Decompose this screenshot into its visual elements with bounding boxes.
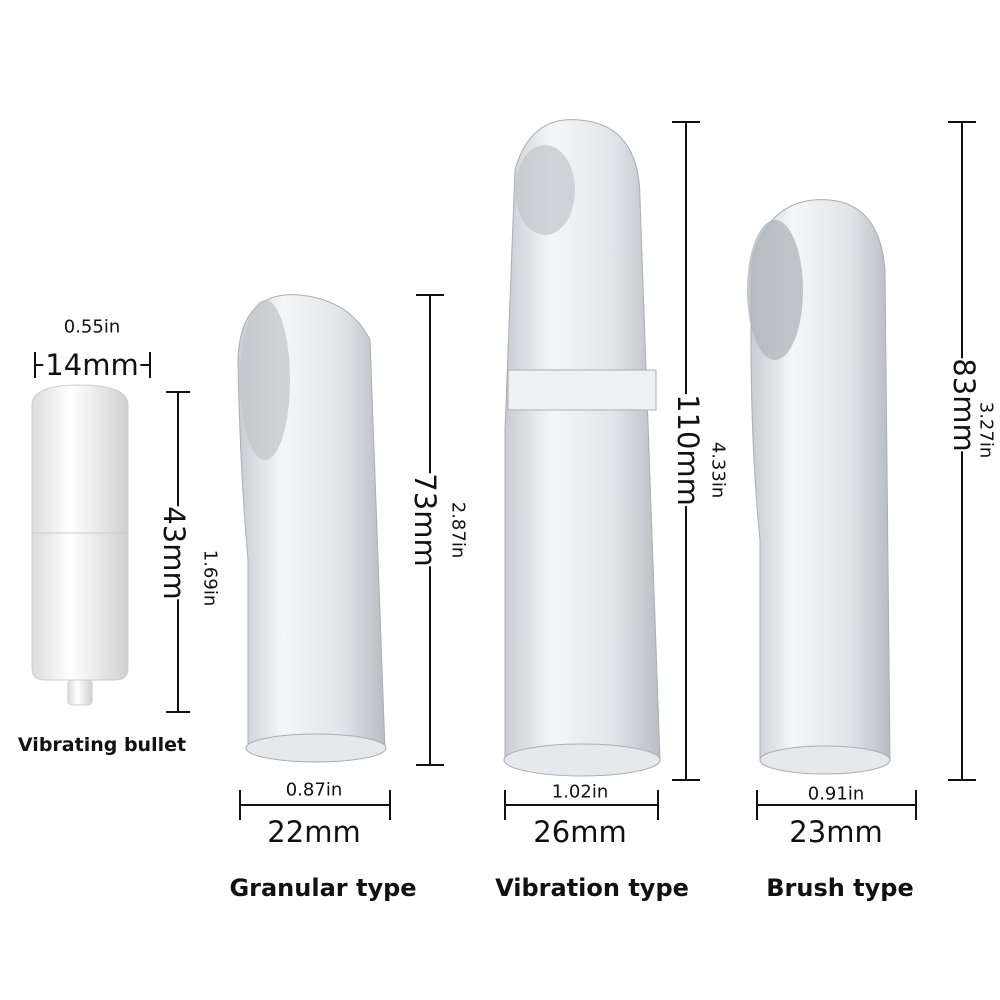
vibration-width-in: 1.02in (551, 781, 609, 803)
brush-width-mm: 23mm (789, 815, 883, 849)
bullet-label: Vibrating bullet (17, 734, 187, 756)
bullet-height-in: 1.69in (199, 549, 221, 607)
vibration-height-mm: 110mm (671, 394, 705, 506)
bullet-width-in: 0.55in (63, 316, 121, 338)
vibration-label: Vibration type (495, 874, 689, 902)
granular-width-mm: 22mm (267, 815, 361, 849)
vibrating-bullet-image (31, 384, 129, 706)
brush-sleeve-image (747, 199, 891, 775)
brush-width-in: 0.91in (807, 783, 865, 805)
vibration-width-mm: 26mm (533, 815, 627, 849)
granular-height-in: 2.87in (447, 501, 469, 559)
brush-label: Brush type (766, 874, 914, 902)
vibration-sleeve-image (503, 119, 661, 777)
bullet-height-mm: 43mm (157, 506, 191, 600)
bullet-width-mm: 14mm (43, 348, 141, 382)
granular-sleeve-image (237, 294, 387, 763)
vibration-height-in: 4.33in (707, 441, 729, 499)
brush-height-in: 3.27in (975, 401, 997, 459)
granular-width-in: 0.87in (285, 779, 343, 801)
granular-height-mm: 73mm (408, 473, 442, 567)
granular-label: Granular type (229, 874, 417, 902)
